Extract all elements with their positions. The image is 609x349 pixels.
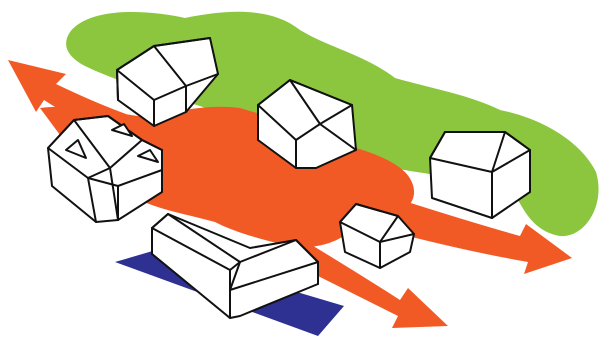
house-top-left bbox=[116, 37, 219, 127]
l-shaped-building bbox=[151, 213, 319, 319]
house-right bbox=[429, 131, 531, 219]
house-small bbox=[339, 203, 415, 269]
house-complex-roof bbox=[47, 115, 163, 223]
buildings bbox=[47, 37, 531, 319]
house-middle bbox=[257, 79, 357, 169]
